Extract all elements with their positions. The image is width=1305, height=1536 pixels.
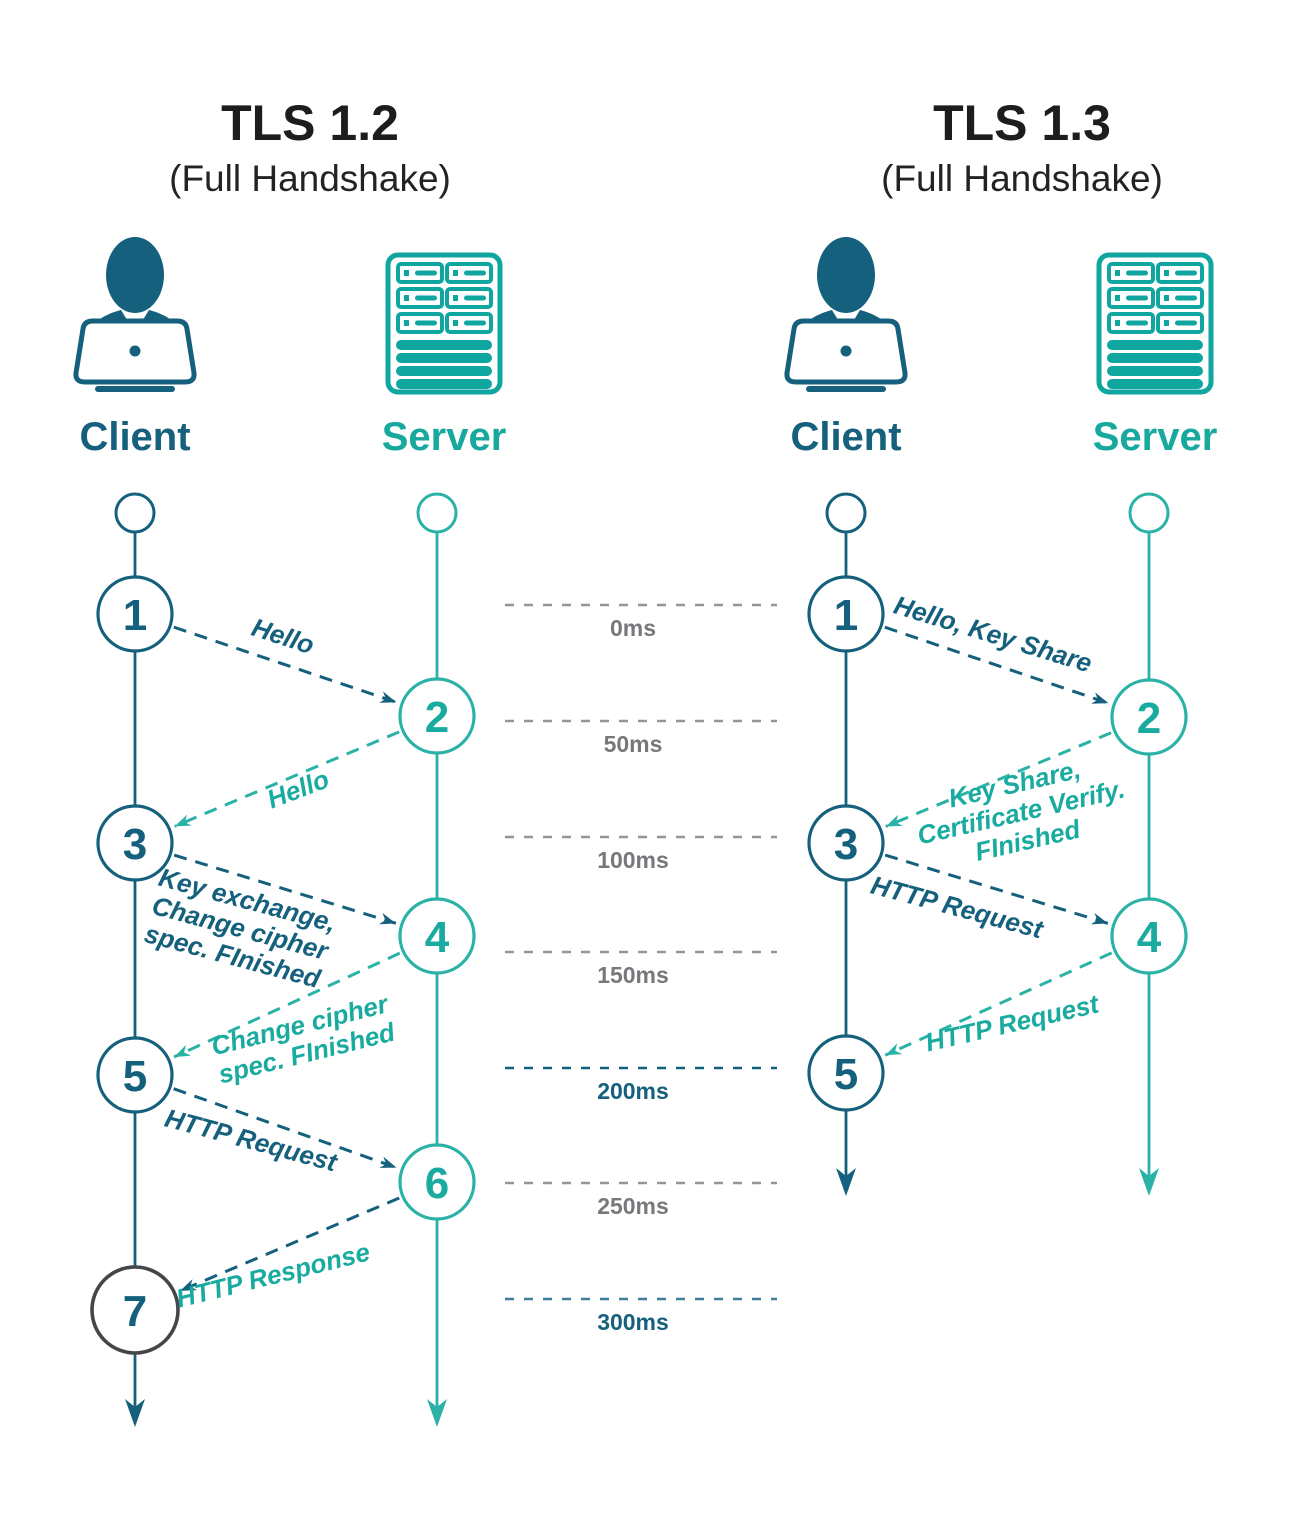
node-circle	[1110, 897, 1188, 975]
message-arrow	[884, 625, 1109, 705]
node-circle	[807, 1034, 885, 1112]
node-number: 2	[425, 693, 449, 742]
message-arrow	[174, 730, 400, 828]
node-number: 2	[1137, 694, 1161, 743]
message-arrow	[885, 731, 1112, 828]
timeline-label: 0ms	[610, 615, 656, 641]
lifeline-top-circle	[1128, 492, 1170, 534]
node-circle	[96, 1036, 174, 1114]
message-label: HTTP Request	[868, 870, 1048, 945]
message-arrow	[884, 853, 1109, 925]
lifeline-end-arrow	[1139, 1168, 1159, 1196]
node-circle	[398, 677, 476, 755]
tls12-server-label: Server	[381, 415, 507, 459]
message-arrow	[173, 951, 401, 1059]
lifeline-end-arrow	[125, 1399, 145, 1427]
message-label: HTTP Response	[173, 1236, 373, 1313]
node-circle	[398, 897, 476, 975]
tls12-subtitle: (Full Handshake)	[169, 158, 451, 199]
node-number: 3	[834, 820, 858, 869]
node-number: 7	[123, 1287, 147, 1336]
lifeline-end-arrow	[427, 1399, 447, 1427]
message-label: Key exchange,Change cipherspec. FInished	[141, 862, 341, 994]
message-label: Key Share,Certificate Verify.FInished	[908, 745, 1134, 878]
node-circle	[96, 804, 174, 882]
message-label: Hello	[263, 764, 333, 815]
node-number: 5	[834, 1050, 858, 1099]
message-label: Change cipherspec. FInished	[208, 988, 399, 1089]
lifeline-top-circle	[114, 492, 156, 534]
timeline-label: 300ms	[597, 1309, 669, 1335]
lifeline-top-circle	[825, 492, 867, 534]
message-arrow	[179, 1196, 400, 1293]
message-arrow	[173, 1087, 397, 1170]
node-number: 1	[123, 591, 147, 640]
tls13-server-label: Server	[1092, 415, 1218, 459]
node-number: 3	[123, 820, 147, 869]
message-arrow	[173, 625, 397, 704]
node-circle	[807, 575, 885, 653]
tls12-title: TLS 1.2	[221, 95, 399, 151]
tls12-client-label: Client	[79, 415, 191, 459]
node-number: 4	[1137, 913, 1162, 962]
node-number: 6	[425, 1159, 449, 1208]
timeline-label: 50ms	[604, 731, 663, 757]
tls13-subtitle: (Full Handshake)	[881, 158, 1163, 199]
timeline-label: 150ms	[597, 962, 669, 988]
message-label: Hello	[248, 612, 318, 660]
message-label: HTTP Request	[162, 1103, 342, 1178]
node-circle	[96, 575, 174, 653]
node-number: 5	[123, 1052, 147, 1101]
node-circle	[90, 1265, 180, 1355]
timeline-label: 100ms	[597, 847, 669, 873]
message-arrow	[173, 853, 397, 925]
lifeline-end-arrow	[836, 1168, 856, 1196]
lifeline-top-circle	[416, 492, 458, 534]
node-circle	[1110, 678, 1188, 756]
node-circle	[807, 804, 885, 882]
message-label: HTTP Request	[923, 988, 1103, 1057]
tls13-title: TLS 1.3	[933, 95, 1111, 151]
node-circle	[398, 1143, 476, 1221]
message-arrow	[884, 951, 1113, 1057]
node-number: 4	[425, 913, 450, 962]
timeline-label: 250ms	[597, 1193, 669, 1219]
node-number: 1	[834, 591, 858, 640]
tls13-client-label: Client	[790, 415, 902, 459]
timeline-label: 200ms	[597, 1078, 669, 1104]
